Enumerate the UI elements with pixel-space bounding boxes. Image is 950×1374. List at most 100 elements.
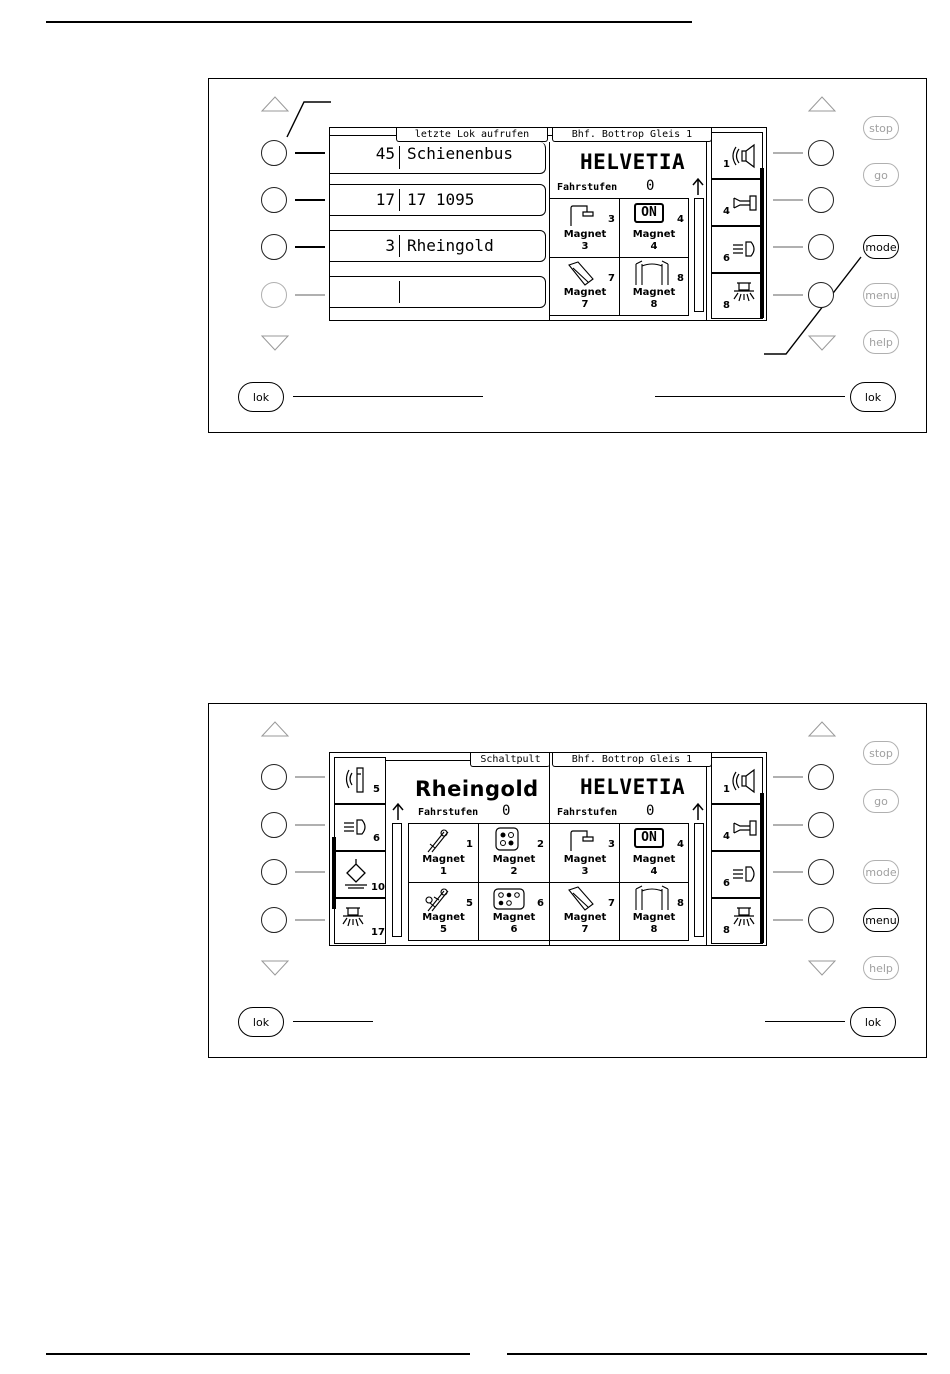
crossing-icon [568,886,594,911]
go-button[interactable]: go [863,789,899,813]
menu-button[interactable]: menu [863,908,899,932]
arrow-down-icon[interactable] [260,960,290,976]
direction-arrow-icon [392,802,404,820]
lok-right-button[interactable]: lok [850,382,896,412]
function-tab[interactable]: 17 [334,898,386,944]
softkey-left-1[interactable] [261,140,287,166]
tab-scroll-indicator [760,168,764,318]
mode-button[interactable]: mode [863,235,899,259]
function-cell[interactable]: 8 Magnet 8 [620,884,688,940]
signal-arm-icon [570,205,594,226]
station-label: Bhf. Bottrop Gleis 1 [552,128,712,142]
loco-name: 17 1095 [407,190,475,209]
tab-number: 6 [723,878,730,889]
arrow-up-icon[interactable] [260,96,290,112]
function-cell[interactable]: 1 Magnet 1 [410,825,477,881]
list-item[interactable]: 3 Rheingold [330,230,546,262]
mode-button[interactable]: mode [863,860,899,884]
function-tab[interactable]: 6 [334,804,386,851]
function-tab[interactable]: 8 [711,898,763,944]
cell-label: Magnet [422,912,465,923]
function-cell[interactable]: 7 Magnet 7 [552,884,618,940]
cell-sub: 6 [510,924,518,935]
lok-left-button[interactable]: lok [238,382,284,412]
function-cell[interactable]: 3 Magnet 3 [552,825,618,881]
scrollbar[interactable] [392,823,402,937]
softkey-lead [295,776,325,778]
headlight-icon [344,819,366,835]
help-button[interactable]: help [863,330,899,354]
tab-number: 6 [723,253,730,264]
arrow-down-icon[interactable] [260,335,290,351]
function-cell[interactable]: 7 Magnet 7 [552,259,618,315]
header-line [386,760,470,761]
arrow-down-icon[interactable] [807,960,837,976]
stop-button[interactable]: stop [863,741,899,765]
cell-number: 8 [677,898,684,909]
function-cell[interactable]: ON 4 Magnet 4 [620,825,688,881]
loco-number: 17 [375,190,395,209]
scrollbar[interactable] [694,823,704,937]
cell-number: 7 [608,898,615,909]
cell-sub: 8 [650,299,658,310]
softkey-left-2[interactable] [261,812,287,838]
scrollbar[interactable] [694,198,704,312]
softkey-right-2[interactable] [808,812,834,838]
header-tab: letzte Lok aufrufen [396,128,548,142]
lok-left-button[interactable]: lok [238,1007,284,1037]
menu-button[interactable]: menu [863,283,899,307]
softkey-right-2[interactable] [808,187,834,213]
function-tab[interactable]: 6 [711,851,763,898]
list-item[interactable] [330,276,546,308]
softkey-right-1[interactable] [808,764,834,790]
function-cell[interactable]: 2 Magnet 2 [479,825,549,881]
arrow-up-icon[interactable] [807,96,837,112]
function-tab[interactable]: 1 [711,132,763,179]
lok-right-button[interactable]: lok [850,1007,896,1037]
cell-number: 4 [677,839,684,850]
arrow-down-icon[interactable] [807,335,837,351]
softkey-left-3[interactable] [261,859,287,885]
function-tab[interactable]: 8 [711,273,763,319]
grid-line [550,257,689,258]
softkey-left-1[interactable] [261,764,287,790]
help-button[interactable]: help [863,956,899,980]
function-cell[interactable]: 6 Magnet 6 [479,884,549,940]
function-cell[interactable]: 5 Magnet 5 [410,884,477,940]
softkey-left-4[interactable] [261,907,287,933]
softkey-left-3[interactable] [261,234,287,260]
cell-sub: 2 [510,866,518,877]
function-cell[interactable]: ON 4 Magnet 4 [620,200,688,256]
function-cell[interactable]: 3 Magnet 3 [552,200,618,256]
function-tab[interactable]: 6 [711,226,763,273]
softkey-right-4[interactable] [808,907,834,933]
softkey-right-3[interactable] [808,859,834,885]
softkey-right-3[interactable] [808,234,834,260]
softkey-left-2[interactable] [261,187,287,213]
function-tab[interactable]: 4 [711,179,763,226]
function-cell[interactable]: 8 Magnet 8 [620,259,688,315]
double-turnout-icon [425,888,449,912]
softkey-right-1[interactable] [808,140,834,166]
function-tab[interactable]: 5 [334,757,386,804]
stop-button[interactable]: stop [863,116,899,140]
list-item[interactable]: 17 17 1095 [330,184,546,216]
speed-label: Fahrstufen [557,182,618,193]
go-button[interactable]: go [863,163,899,187]
function-tab[interactable]: 1 [711,757,763,804]
softkey-left-4[interactable] [261,282,287,308]
list-item[interactable]: 45 Schienenbus [330,142,546,174]
cell-sub: 5 [440,924,447,935]
station-label: Bhf. Bottrop Gleis 1 [552,753,712,767]
arrow-up-icon[interactable] [260,721,290,737]
function-tab[interactable]: 10 [334,851,386,898]
speaker-icon [732,768,755,794]
loco-name: Schienenbus [407,144,513,163]
bottom-rule-left [46,1353,470,1355]
speed-label: Fahrstufen [557,807,618,818]
arrow-up-icon[interactable] [807,721,837,737]
cell-sub: 8 [650,924,658,935]
cell-number: 7 [608,273,615,284]
softkey-right-4[interactable] [808,282,834,308]
function-tab[interactable]: 4 [711,804,763,851]
